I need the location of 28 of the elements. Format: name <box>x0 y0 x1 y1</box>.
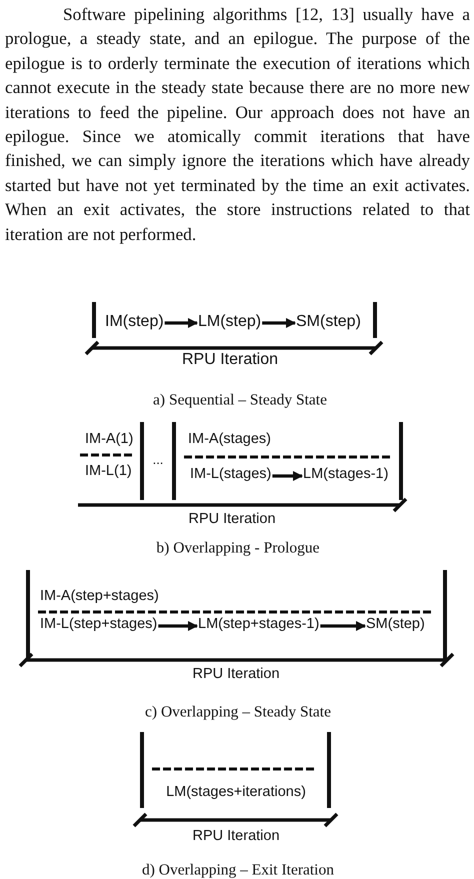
arrow <box>262 318 296 328</box>
figure-caption: d) Overlapping – Exit Iteration <box>142 861 334 879</box>
dimension-label: RPU Iteration <box>192 667 280 683</box>
stage-label: IM-A(step+stages) <box>40 589 159 605</box>
stage-label: IM-L(step+stages) <box>40 617 158 633</box>
dimension-label: RPU Iteration <box>192 829 280 845</box>
dimension-label: RPU Iteration <box>182 351 278 369</box>
arrow <box>158 620 198 632</box>
ellipsis-text: ... <box>152 452 164 468</box>
stage-label: LM(stages+iterations) <box>166 785 306 801</box>
body-paragraph: Software pipelining algorithms [12, 13] usually have a prologue, a steady state, and an epilogue. The purpose of the epilogue is to orderly terminate the execution of iterations which cannot execute in the steady state because there are no more new iterations to feed the pipeline. Our approach does not have an epilogue. Since we atomically commit iterations that have finished, we can simply ignore the iterations which have already started but have not yet terminated by the time an exit activates. When an exit activates, the store instructions related to that iteration are not performed. <box>5 3 470 246</box>
arrow <box>164 318 198 328</box>
stage-label: LM(step+stages-1) <box>198 617 320 633</box>
figure-caption: a) Sequential – Steady State <box>153 391 327 409</box>
figure-caption: b) Overlapping - Prologue <box>156 539 320 557</box>
stage-label: SM(step) <box>366 617 425 633</box>
stage-label: IM-A(1) <box>85 432 134 448</box>
stage-label: SM(step) <box>296 313 361 331</box>
stage-label: IM(step) <box>105 313 164 331</box>
stage-label: IM-L(1) <box>85 464 132 480</box>
stage-label: LM(step) <box>198 313 262 331</box>
figure-caption: c) Overlapping – Steady State <box>145 703 331 721</box>
stage-label: LM(stages-1) <box>303 467 388 483</box>
dimension-label: RPU Iteration <box>188 512 276 528</box>
stage-label: IM-A(stages) <box>188 432 271 448</box>
stage-label: IM-L(stages) <box>190 467 272 483</box>
arrow <box>272 470 304 482</box>
arrow <box>320 620 366 632</box>
